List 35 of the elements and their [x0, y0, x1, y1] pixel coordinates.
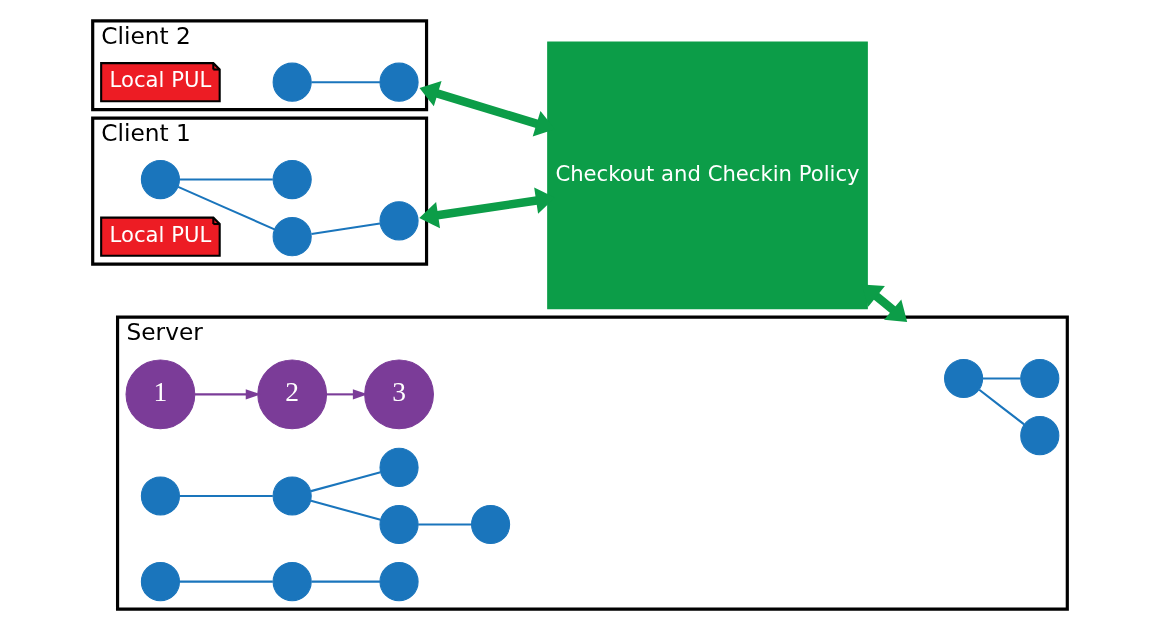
node-circle: [378, 504, 419, 545]
connector: [310, 580, 380, 583]
node-circle: [272, 62, 312, 102]
arrow: [194, 389, 261, 400]
node-circle: 2: [256, 359, 327, 430]
connector: [982, 377, 1021, 380]
connector: [417, 523, 471, 526]
connector: [179, 494, 273, 497]
connector: [310, 471, 381, 493]
node-circle: 3: [363, 359, 434, 430]
node-circle: [943, 358, 983, 399]
node-circle: [140, 159, 180, 200]
node-circle: [272, 217, 312, 257]
node-circle: [272, 562, 312, 602]
node-circle: 1: [125, 359, 195, 430]
connector: [978, 388, 1025, 426]
node-circle: [470, 504, 510, 545]
node-circle: [272, 159, 312, 200]
connector: [179, 580, 273, 583]
connector: [310, 499, 381, 521]
node-circle: [378, 201, 419, 241]
node-circle: [1019, 358, 1059, 399]
connector: [179, 178, 273, 181]
connector: [177, 185, 275, 231]
connector: [310, 222, 380, 235]
node-circle: [378, 447, 419, 487]
node-circle: [140, 476, 180, 516]
node-circle: [140, 562, 180, 602]
node-circle: [272, 476, 312, 516]
node-circle: [1019, 416, 1059, 456]
connector: [310, 81, 380, 84]
node-box: Checkout and Checkin Policy: [546, 41, 868, 310]
arrow: [326, 389, 368, 400]
node-circle: [378, 562, 419, 602]
node-circle: [378, 62, 419, 102]
